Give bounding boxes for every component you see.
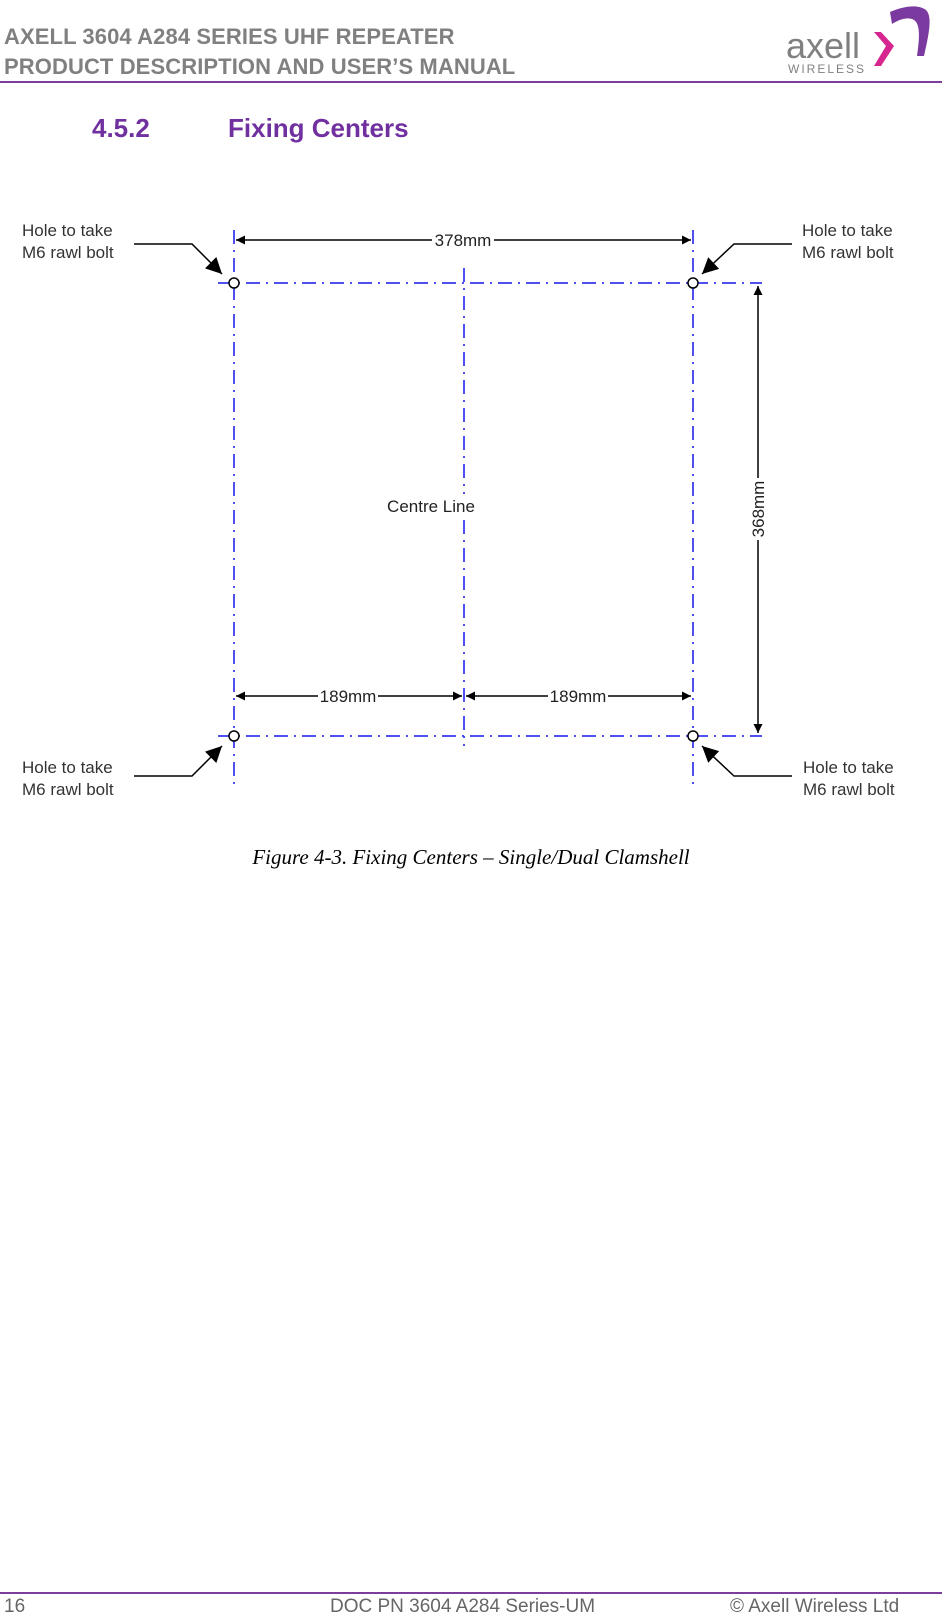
callout-leaders	[134, 243, 792, 777]
centre-line-label: Centre Line	[387, 497, 475, 516]
callout-bottom-right-line2: M6 rawl bolt	[803, 780, 895, 799]
figure-caption: Figure 4-3. Fixing Centers – Single/Dual…	[252, 845, 690, 869]
callout-bottom-left-line1: Hole to take	[22, 758, 113, 777]
dimension-378mm: 378mm	[435, 231, 492, 250]
dimension-189mm-right: 189mm	[550, 687, 607, 706]
document-header-title: AXELL 3604 A284 SERIES UHF REPEATER PROD…	[4, 22, 515, 82]
callout-top-right-line1: Hole to take	[802, 221, 893, 240]
bolt-hole-top-right	[687, 277, 699, 289]
logo-subtitle: WIRELESS	[788, 62, 866, 76]
fixing-centers-diagram: 378mm 189mm 189mm 368mm Centre Line Hole…	[22, 221, 895, 799]
callout-top-left-line1: Hole to take	[22, 221, 113, 240]
header-divider	[0, 81, 942, 83]
axell-wireless-logo: axell WIRELESS	[786, 6, 930, 76]
axell-chevron-logo-icon	[874, 6, 930, 66]
callout-top-left-line2: M6 rawl bolt	[22, 243, 114, 262]
callout-bottom-left-line2: M6 rawl bolt	[22, 780, 114, 799]
page-number: 16	[4, 1596, 26, 1617]
dimension-189mm-left: 189mm	[320, 687, 377, 706]
bolt-hole-bottom-left	[228, 730, 240, 742]
section-number: 4.5.2	[92, 113, 150, 143]
bolt-hole-icons	[228, 277, 699, 742]
logo-wordmark: axell	[786, 25, 860, 66]
bolt-hole-bottom-right	[687, 730, 699, 742]
copyright: © Axell Wireless Ltd	[730, 1596, 900, 1617]
footer-divider	[0, 1592, 942, 1594]
bolt-hole-top-left	[228, 277, 240, 289]
header-line-1: AXELL 3604 A284 SERIES UHF REPEATER	[4, 24, 455, 49]
dimension-lines	[236, 235, 763, 733]
callout-bottom-right-line1: Hole to take	[803, 758, 894, 777]
centre-guide-lines	[218, 230, 762, 785]
dimension-368mm: 368mm	[749, 481, 768, 538]
section-title: Fixing Centers	[228, 113, 409, 143]
document-number: DOC PN 3604 A284 Series-UM	[330, 1596, 596, 1617]
callout-top-right-line2: M6 rawl bolt	[802, 243, 894, 262]
header-line-2: PRODUCT DESCRIPTION AND USER’S MANUAL	[4, 54, 516, 79]
